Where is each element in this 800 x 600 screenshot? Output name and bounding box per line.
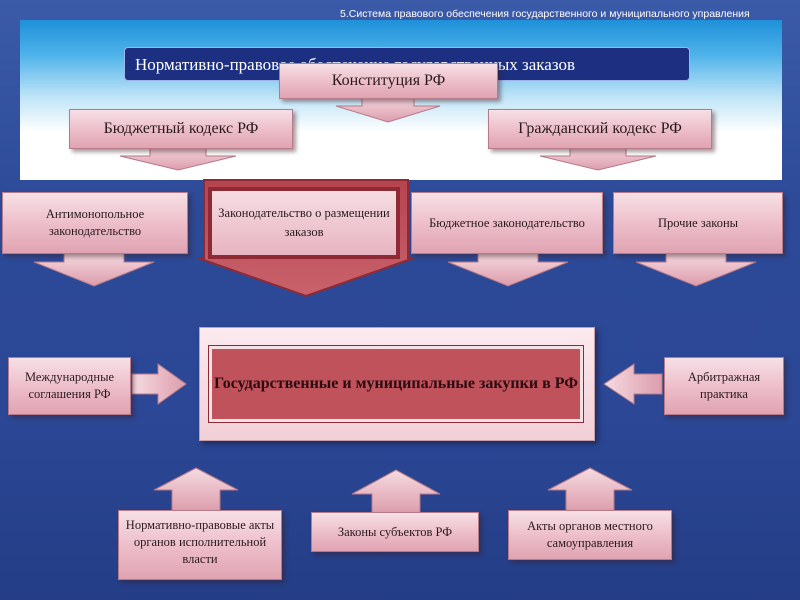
down-arrow-civil-code	[539, 145, 657, 171]
box-international: Международные соглашения РФ	[8, 357, 131, 415]
box-other-laws: Прочие законы	[613, 192, 783, 254]
down-arrow-other-laws	[635, 251, 757, 287]
box-budget-law: Бюджетное законодательство	[411, 192, 603, 254]
up-arrow-executive-acts	[153, 467, 239, 513]
down-arrow-budget-code	[119, 145, 237, 171]
box-civil-code: Гражданский кодекс РФ	[488, 109, 712, 149]
down-arrow-antimonopoly	[33, 251, 155, 287]
slide-header: 5.Система правового обеспечения государс…	[340, 8, 750, 20]
right-arrow-international	[131, 363, 187, 405]
up-arrow-local-acts	[547, 467, 633, 513]
down-arrow-budget-law	[447, 251, 569, 287]
box-arbitration: Арбитражная практика	[664, 357, 784, 415]
box-local-acts: Акты органов местного самоуправления	[508, 510, 672, 560]
left-arrow-arbitration	[603, 363, 663, 405]
box-executive-acts: Нормативно-правовые акты органов исполни…	[118, 510, 282, 580]
box-constitution: Конституция РФ	[279, 63, 498, 99]
center-frame: Государственные и муниципальные закупки …	[199, 327, 595, 441]
box-antimonopoly: Антимонопольное законодательство	[2, 192, 188, 254]
box-placement-law: Законодательство о размещении заказов	[208, 187, 400, 259]
up-arrow-subject-laws	[351, 469, 441, 515]
box-budget-code: Бюджетный кодекс РФ	[69, 109, 293, 149]
box-subject-laws: Законы субъектов РФ	[311, 512, 479, 552]
down-arrow-constitution	[335, 95, 441, 123]
center-box: Государственные и муниципальные закупки …	[209, 346, 583, 422]
